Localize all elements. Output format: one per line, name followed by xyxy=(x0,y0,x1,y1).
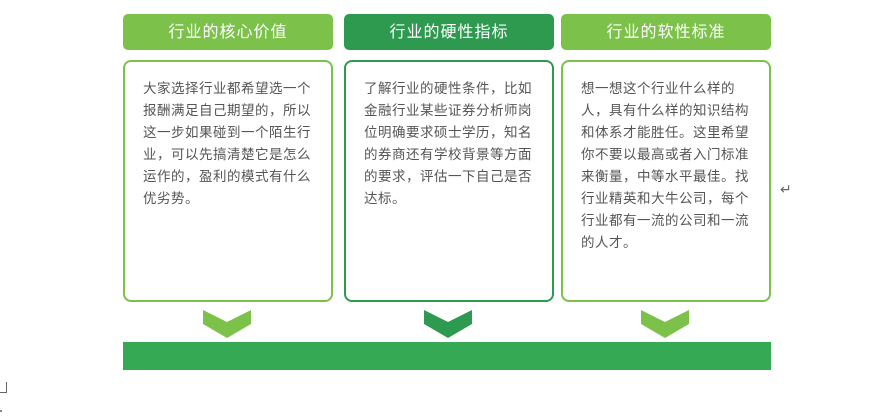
page-corner-mark xyxy=(0,382,7,393)
bottom-bar xyxy=(123,342,771,370)
page-dot-mark xyxy=(0,410,2,412)
column-soft-standards: 行业的软性标准 想一想这个行业什么样的人，具有什么样的知识结构和体系才能胜任。这… xyxy=(561,14,771,338)
card-text: 想一想这个行业什么样的人，具有什么样的知识结构和体系才能胜任。这里希望你不要以最… xyxy=(581,81,749,251)
column-header: 行业的软性标准 xyxy=(561,14,771,50)
card-text: 了解行业的硬性条件，比如金融行业某些证券分析师岗位明确要求硕士学历，知名的券商还… xyxy=(364,81,532,207)
chevron-down-icon xyxy=(424,310,472,338)
chevron-down-icon xyxy=(641,310,689,338)
chevron-down-icon xyxy=(203,310,251,338)
paragraph-return-icon: ↵ xyxy=(780,182,792,198)
card-text: 大家选择行业都希望选一个报酬满足自己期望的，所以这一步如果碰到一个陌生行业，可以… xyxy=(143,81,311,207)
column-header: 行业的硬性指标 xyxy=(344,14,554,50)
column-card: 想一想这个行业什么样的人，具有什么样的知识结构和体系才能胜任。这里希望你不要以最… xyxy=(561,60,771,302)
column-card: 大家选择行业都希望选一个报酬满足自己期望的，所以这一步如果碰到一个陌生行业，可以… xyxy=(123,60,333,302)
column-card: 了解行业的硬性条件，比如金融行业某些证券分析师岗位明确要求硕士学历，知名的券商还… xyxy=(344,60,554,302)
column-core-value: 行业的核心价值 大家选择行业都希望选一个报酬满足自己期望的，所以这一步如果碰到一… xyxy=(123,14,333,338)
column-header: 行业的核心价值 xyxy=(123,14,333,50)
column-hard-criteria: 行业的硬性指标 了解行业的硬性条件，比如金融行业某些证券分析师岗位明确要求硕士学… xyxy=(344,14,554,338)
